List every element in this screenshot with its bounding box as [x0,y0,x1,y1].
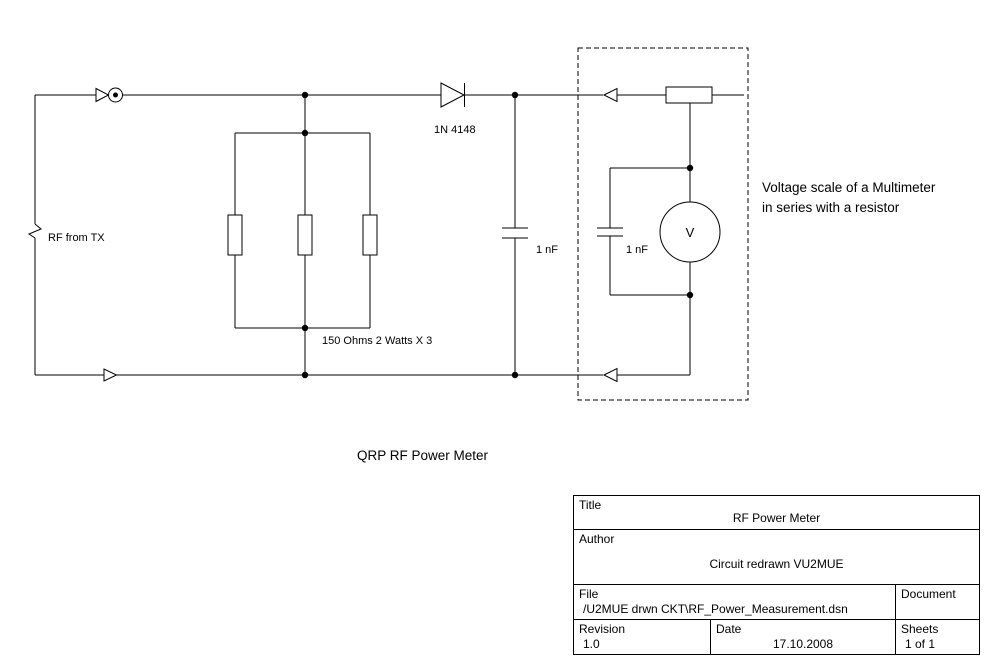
date-cell: Date 17.10.2008 [710,620,895,654]
date-label: Date [716,622,742,636]
sheets-cell: Sheets 1 of 1 [895,620,979,654]
resistor-icon [362,214,378,256]
file-cell: File /U2MUE drwn CKT\RF_Power_Measuremen… [574,585,895,619]
multimeter-note: Voltage scale of a Multimeter in series … [762,178,935,218]
sheets-value: 1 of 1 [905,637,936,651]
title-block: Title RF Power Meter Author Circuit redr… [573,495,980,655]
multimeter-section: V 1 nF [577,47,749,401]
date-value: 17.10.2008 [772,637,834,651]
resistor-bank-label: 150 Ohms 2 Watts X 3 [322,335,432,347]
title-block-row-file: File /U2MUE drwn CKT\RF_Power_Measuremen… [574,584,979,619]
title-block-row-author: Author Circuit redrawn VU2MUE [574,529,979,584]
input-connector-icon [35,87,123,103]
probe-arrow-icon [602,87,618,103]
resistor-icon [227,214,243,256]
voltmeter-label: V [686,225,695,240]
revision-label: Revision [579,622,626,636]
revision-value: 1.0 [583,637,600,651]
resistor-icon [297,214,313,256]
author-label: Author [579,532,615,546]
series-resistor-icon [665,86,713,104]
title-label: Title [579,498,602,512]
title-block-row-revision: Revision 1.0 Date 17.10.2008 Sheets 1 of… [574,619,979,654]
bottom-wire [35,368,603,382]
rf-source-line [27,95,42,375]
file-label: File [579,587,599,601]
diode-icon [440,82,466,108]
title-value: RF Power Meter [732,511,821,525]
file-value: /U2MUE drwn CKT\RF_Power_Measurement.dsn [583,602,848,616]
document-label: Document [901,587,956,601]
schematic-caption: QRP RF Power Meter [357,448,489,463]
title-block-row-title: Title RF Power Meter [574,496,979,529]
output-connector-icon [103,368,118,382]
filter-capacitor-icon [502,95,528,375]
multimeter-note-line1: Voltage scale of a Multimeter [762,180,936,195]
rf-from-tx-label: RF from TX [48,232,105,244]
junction-dots [301,91,694,379]
dashed-boundary [577,47,749,401]
probe-arrow-icon [602,367,618,383]
multimeter-note-line2: in series with a resistor [762,200,900,215]
document-cell: Document [895,585,979,619]
meter-capacitor-icon [597,167,690,296]
filter-capacitor-label: 1 nF [536,244,558,256]
author-value: Circuit redrawn VU2MUE [709,557,844,571]
revision-cell: Revision 1.0 [574,620,710,654]
diode-label: 1N 4148 [434,124,476,136]
sheets-label: Sheets [901,622,939,636]
resistor-bank [227,95,378,375]
meter-capacitor-label: 1 nF [626,244,648,256]
line-break-symbol [27,223,42,239]
